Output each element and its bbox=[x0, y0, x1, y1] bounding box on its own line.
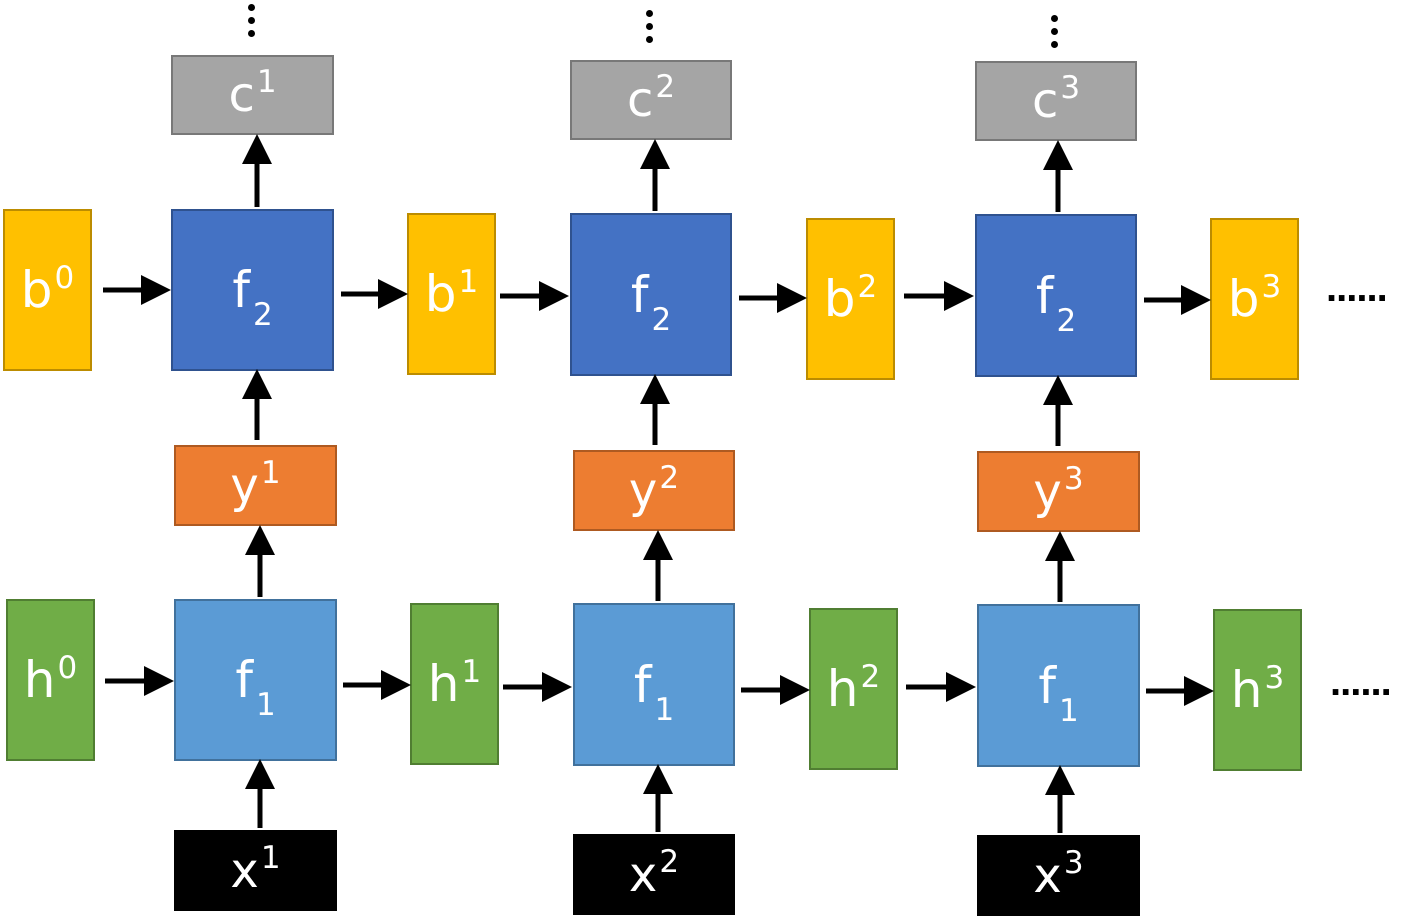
vertical-ellipsis-step-1 bbox=[248, 4, 256, 43]
node-f2-step-2: f2 bbox=[570, 213, 732, 376]
node-c3: c3 bbox=[975, 61, 1137, 141]
node-f1-step-2: f1 bbox=[573, 603, 735, 766]
node-h1: h1 bbox=[410, 603, 499, 765]
node-f2-step-1: f2 bbox=[171, 209, 334, 371]
vertical-ellipsis-step-3 bbox=[1051, 15, 1059, 54]
node-h2: h2 bbox=[809, 608, 898, 770]
continuation-ellipsis-bottom: ...... bbox=[1330, 660, 1392, 704]
node-b3: b3 bbox=[1210, 218, 1299, 380]
node-h0: h0 bbox=[6, 599, 95, 761]
node-x3: x3 bbox=[977, 835, 1140, 916]
node-f1-step-1: f1 bbox=[174, 599, 337, 761]
continuation-ellipsis-top: ...... bbox=[1326, 266, 1388, 310]
node-h3: h3 bbox=[1213, 609, 1302, 771]
node-y1: y1 bbox=[174, 445, 337, 526]
node-b2: b2 bbox=[806, 218, 895, 380]
vertical-ellipsis-step-2 bbox=[646, 10, 654, 49]
node-x1: x1 bbox=[174, 830, 337, 911]
node-c1: c1 bbox=[171, 55, 334, 135]
node-c2: c2 bbox=[570, 60, 732, 140]
node-b0: b0 bbox=[3, 209, 92, 371]
node-y2: y2 bbox=[573, 450, 735, 531]
node-b1: b1 bbox=[407, 213, 496, 375]
node-f2-step-3: f2 bbox=[975, 214, 1137, 377]
node-f1-step-3: f1 bbox=[977, 604, 1140, 767]
node-x2: x2 bbox=[573, 834, 735, 915]
